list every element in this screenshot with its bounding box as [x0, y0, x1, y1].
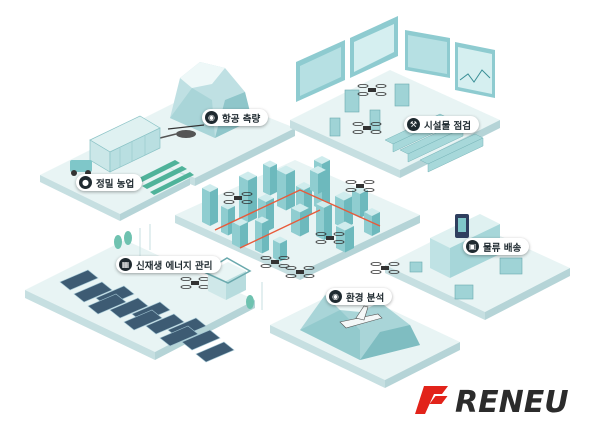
farm-house	[202, 257, 252, 300]
drone-icon	[352, 122, 382, 134]
city-building	[273, 236, 287, 262]
solar-panel	[181, 329, 221, 351]
drone-icon	[223, 191, 253, 204]
drone-icon	[285, 265, 315, 278]
solar-panel-icon: ▦	[119, 258, 132, 271]
city-building	[336, 221, 354, 253]
package-icon: ▣	[466, 240, 479, 253]
solar-panel	[59, 269, 99, 291]
solar-panel	[109, 297, 149, 319]
wind-turbines	[139, 224, 263, 310]
inspection-machines	[329, 83, 410, 137]
city-building	[316, 200, 332, 240]
city-building	[255, 216, 269, 254]
farm-vehicle	[70, 160, 92, 176]
globe-icon: ◉	[329, 290, 342, 303]
city-drones	[180, 84, 400, 289]
label-logistics-delivery-text: 물류 배송	[483, 242, 522, 254]
label-precision-agriculture-text: 정밀 농업	[96, 178, 135, 190]
solar-panel	[145, 313, 185, 335]
solar-panel	[87, 293, 127, 315]
camera-icon: ◉	[205, 111, 218, 124]
label-renewable-energy: ▦ 신재생 에너지 관리	[116, 256, 221, 273]
city-building	[263, 160, 277, 196]
city-building	[202, 184, 218, 226]
energy-trees	[114, 231, 254, 309]
label-facility-inspection-text: 시설물 점검	[424, 120, 472, 132]
label-logistics-delivery: ▣ 물류 배송	[463, 238, 530, 255]
logo-accent-mark	[415, 386, 449, 414]
drone-icon	[345, 179, 375, 192]
label-renewable-energy-text: 신재생 에너지 관리	[136, 260, 213, 272]
drone-icon	[370, 261, 400, 274]
delivery-boxes	[409, 257, 523, 300]
label-aerial-survey: ◉ 항공 측량	[202, 109, 269, 126]
logo-wordmark: RENEU	[455, 385, 569, 418]
reneu-logo: RENEU	[415, 385, 569, 418]
drone-icon	[260, 255, 290, 268]
label-environment-analysis-text: 환경 분석	[346, 292, 385, 304]
city-building	[277, 165, 295, 211]
survey-helicopter	[159, 124, 205, 139]
solar-panel	[159, 325, 199, 347]
solar-panel	[195, 341, 235, 363]
label-aerial-survey-text: 항공 측량	[222, 113, 261, 125]
tractor-icon: ●	[79, 176, 92, 189]
wrench-icon: ⚒	[407, 118, 420, 131]
monitor-screens	[296, 16, 495, 102]
drone-icon	[357, 84, 387, 97]
crop-rows	[135, 160, 194, 195]
label-environment-analysis: ◉ 환경 분석	[326, 288, 393, 305]
greenhouse	[89, 115, 161, 173]
label-precision-agriculture: ● 정밀 농업	[76, 174, 143, 191]
environment-plane	[339, 305, 383, 329]
city-building	[310, 166, 326, 194]
city-building	[232, 218, 248, 248]
label-facility-inspection: ⚒ 시설물 점검	[404, 116, 480, 133]
solar-panel	[73, 281, 113, 303]
city-accent-roads	[214, 189, 381, 249]
drone-icon	[315, 231, 345, 244]
solar-panel	[123, 309, 163, 331]
solar-panels	[59, 269, 235, 363]
